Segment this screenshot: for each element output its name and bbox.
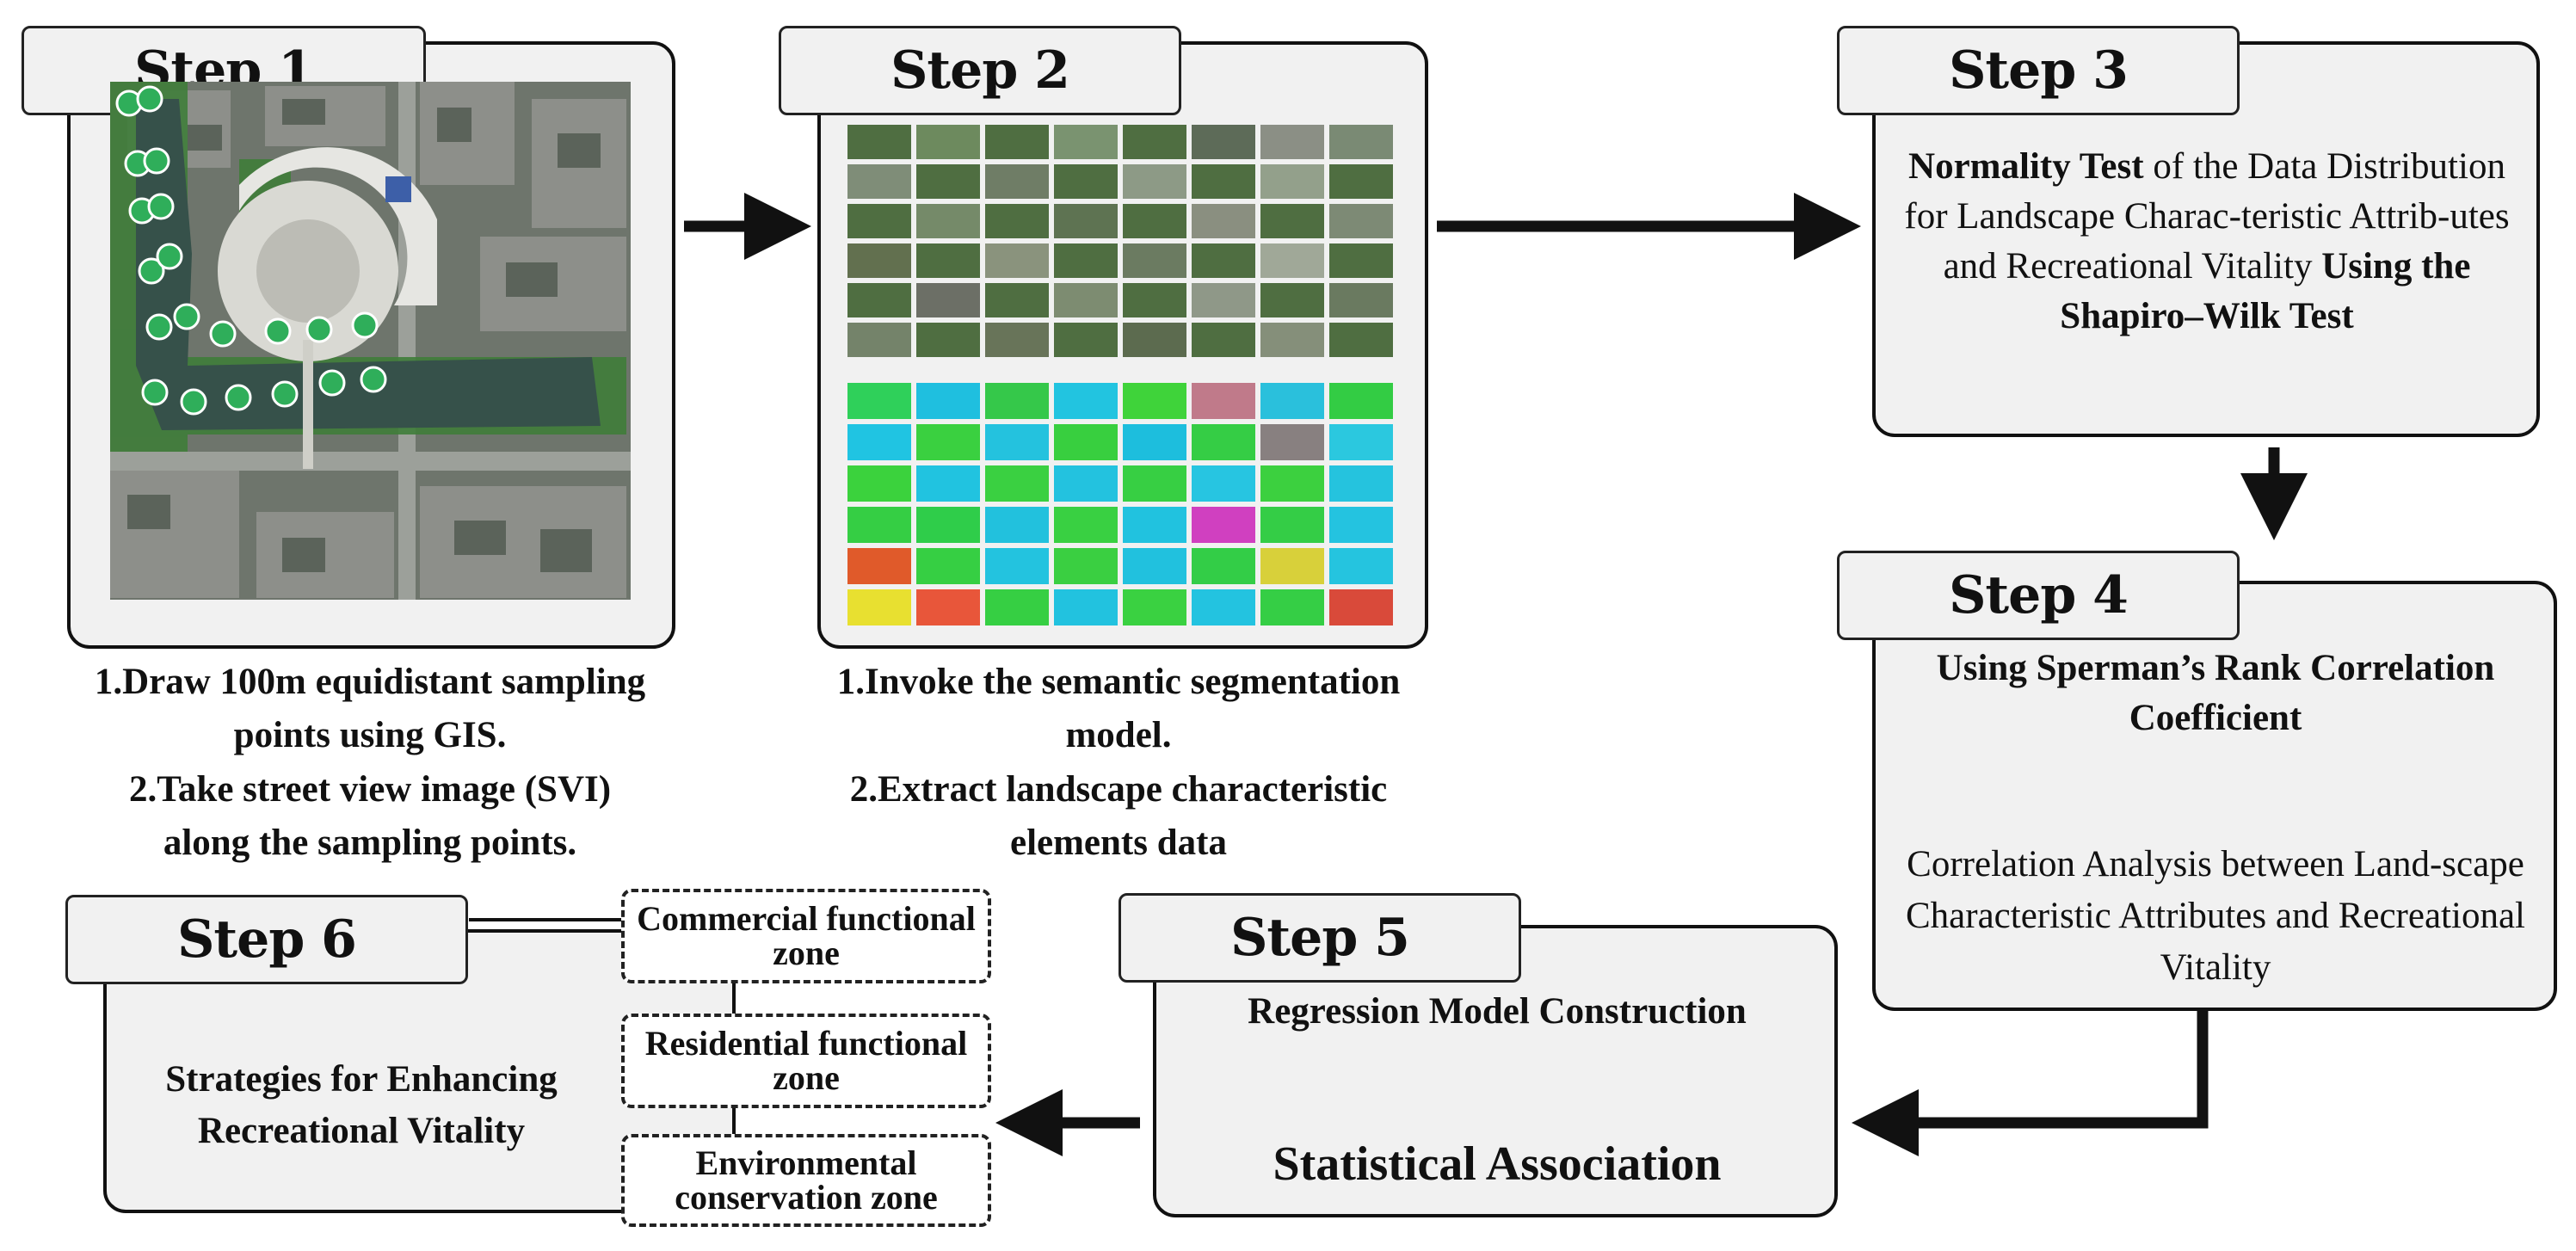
step5-heading: Regression Model Construction bbox=[1248, 991, 1747, 1032]
step1-caption-line1: 1.Draw 100m equidistant sampling bbox=[94, 662, 646, 702]
step3-text-bold2: Using the Shapiro–Wilk Test bbox=[2060, 246, 2471, 337]
svi-and-segmentation-grid bbox=[847, 125, 1393, 626]
step4-heading: Using Sperman’s Rank Correlation Coeffic… bbox=[1936, 648, 2495, 739]
street-view-thumbnails bbox=[847, 125, 1393, 357]
step1-caption-line2: points using GIS. bbox=[233, 715, 507, 756]
step2-caption: 1.Invoke the semantic segmentation model… bbox=[774, 656, 1463, 870]
step4-box bbox=[1872, 581, 2557, 1011]
step1-caption-line3: 2.Take street view image (SVI) bbox=[128, 768, 612, 810]
step2-caption-line4: elements data bbox=[1010, 823, 1227, 864]
step5-tab: Step 5 bbox=[1119, 893, 1521, 983]
step5-result: Statistical Association bbox=[1273, 1137, 1722, 1191]
step4-body: Correlation Analysis between Land-scape … bbox=[1906, 844, 2525, 989]
step2-tab: Step 2 bbox=[779, 26, 1181, 115]
step3-tab: Step 3 bbox=[1837, 26, 2240, 115]
segmentation-thumbnails bbox=[847, 383, 1393, 626]
step2-caption-line1: 1.Invoke the semantic segmentation bbox=[836, 662, 1401, 702]
step3-text-bold1: Normality Test bbox=[1908, 146, 2144, 187]
arrow-step4-to-step5 bbox=[1852, 998, 2209, 1156]
step3-text: Normality Test of the Data Distribution … bbox=[1897, 142, 2517, 342]
zone-environmental: Environmental conservation zone bbox=[621, 1134, 991, 1227]
step2-caption-line2: model. bbox=[1065, 715, 1172, 756]
step2-caption-line3: 2.Extract landscape characteristic bbox=[849, 768, 1388, 810]
step6-tab: Step 6 bbox=[65, 895, 468, 984]
step1-caption: 1.Draw 100m equidistant sampling points … bbox=[17, 656, 723, 870]
step6-body: Strategies for Enhancing Recreational Vi… bbox=[165, 1059, 558, 1152]
step4-tab: Step 4 bbox=[1837, 551, 2240, 640]
zone-commercial: Commercial functional zone bbox=[621, 889, 991, 983]
satellite-map-image bbox=[110, 82, 631, 600]
step1-caption-line4: along the sampling points. bbox=[163, 823, 577, 864]
zone-residential: Residential functional zone bbox=[621, 1014, 991, 1108]
step3-text-regular: of the Data Distribution for Landscape C… bbox=[1904, 146, 2510, 287]
